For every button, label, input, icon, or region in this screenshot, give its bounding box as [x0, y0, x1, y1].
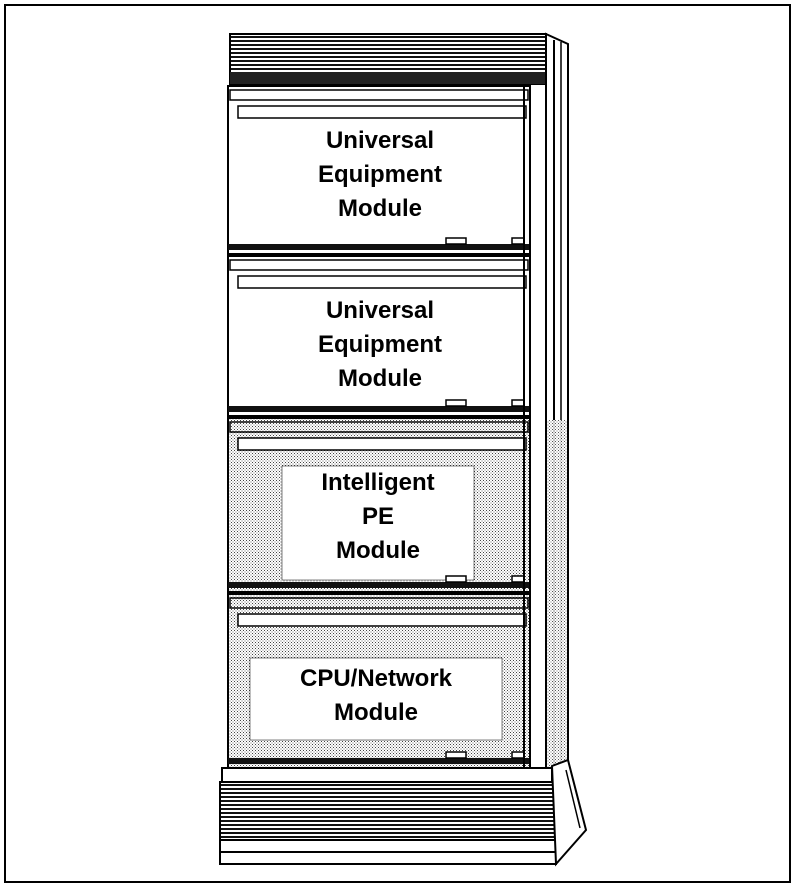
module-label-line: Intelligent	[321, 469, 434, 496]
label-plate	[232, 124, 528, 242]
side-panel	[545, 32, 569, 852]
label-plate	[232, 294, 528, 410]
module-rail	[229, 421, 529, 433]
top-cap	[229, 33, 547, 85]
label-plate	[281, 465, 475, 581]
module-label-line: Module	[338, 365, 422, 392]
module-label-line: Module	[336, 537, 420, 564]
module-bottom-edge	[228, 582, 530, 588]
module-label-line: Universal	[326, 127, 434, 154]
latch-icon	[445, 399, 467, 407]
module-stack: UniversalEquipmentModuleUniversalEquipme…	[227, 85, 531, 769]
module-label-line: Module	[334, 699, 418, 726]
module-bottom-edge	[228, 244, 530, 250]
module-label-line: CPU/Network	[300, 665, 453, 692]
module-rail	[237, 437, 527, 451]
latch-icon	[511, 399, 525, 407]
module-rail	[237, 613, 527, 627]
module-label-line: PE	[362, 503, 394, 530]
label-plate	[249, 657, 503, 741]
module-label-line: Universal	[326, 297, 434, 324]
module-label-line: Equipment	[318, 331, 442, 358]
latch-icon	[511, 237, 525, 245]
module-label-line: Equipment	[318, 161, 442, 188]
module-bottom-edge	[228, 406, 530, 412]
module-label-line: Module	[338, 195, 422, 222]
latch-icon	[445, 575, 467, 583]
latch-icon	[445, 751, 467, 759]
module-rail	[229, 89, 529, 101]
module-bottom-edge	[228, 758, 530, 764]
module-rail	[229, 597, 529, 609]
latch-icon	[445, 237, 467, 245]
module-rail	[229, 259, 529, 271]
module-rail	[237, 275, 527, 289]
latch-icon	[511, 575, 525, 583]
latch-icon	[511, 751, 525, 759]
base-pedestal	[219, 758, 588, 867]
module-rail	[237, 105, 527, 119]
